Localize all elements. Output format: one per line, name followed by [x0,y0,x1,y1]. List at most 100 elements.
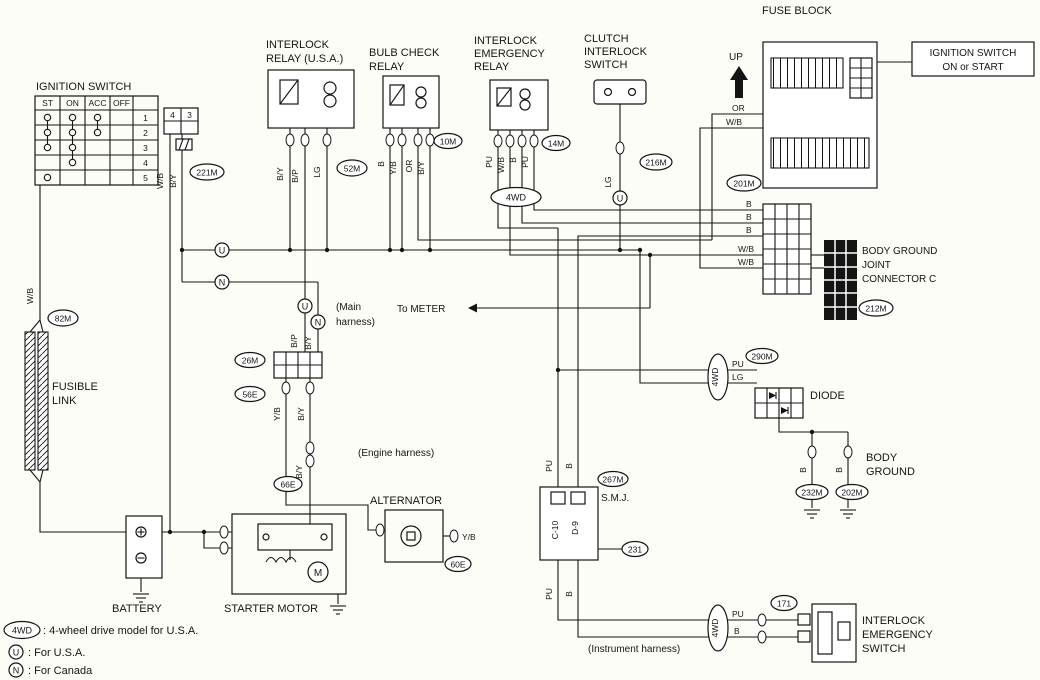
legend-canada-text: : For Canada [28,665,93,677]
usa-wire-letter: U [302,302,309,312]
switch-connector [615,141,625,155]
fusible-link-bar [24,331,36,471]
connector-231-label: 231 [628,545,642,555]
connector-10m-label: 10M [440,137,457,147]
up-label: UP [729,52,743,63]
relay-connector [285,133,295,147]
row-number: 3 [143,143,148,153]
connector-14m-label: 14M [548,139,565,149]
col-header-off: OFF [113,98,130,108]
connector-290m-label: 290M [751,352,772,362]
relay-connector [517,134,527,148]
connector-231-badge [621,540,649,558]
joint-connector-label-3: CONNECTOR C [862,274,936,285]
relay-connector [322,133,332,147]
wire-label-b: B [564,463,574,469]
connector-66e-label: 66E [280,480,295,490]
legend-usa-badge [8,644,24,660]
fuse-block-title: FUSE BLOCK [762,5,832,17]
connector-82m-label: 82M [55,314,72,324]
connector-171-label: 171 [777,599,791,609]
switch-position-marks [43,113,102,182]
starter-solenoid [257,523,333,551]
wire-label-wb: W/B [738,257,754,267]
emergency-switch-body [811,603,857,663]
alternator-group: ALTERNATOR Y/B 60E [370,495,476,573]
wire-label: PU [520,156,530,168]
starter-coil [265,556,297,564]
connector-221m-label: 221M [196,168,217,178]
wire-label-pu: PU [732,359,744,369]
battery-symbol [125,515,163,579]
col-header-on: ON [66,98,79,108]
usa-bus-letter: U [219,246,226,256]
alternator-connector [449,529,459,543]
connector-82m-badge [47,309,79,327]
wire-label: Y/B [388,161,398,175]
alternator-box [384,509,444,563]
wire-label-wb: W/B [738,244,754,254]
alternator-connector [375,523,385,537]
clutch-switch-title-2: INTERLOCK [584,46,648,58]
connector-171-badge [770,594,798,612]
wire-label-lg: LG [603,176,613,187]
diode-symbol [781,407,788,414]
connector-267m-badge [597,470,629,488]
wire-label-by: B/Y [294,465,304,479]
relay-connector [425,133,435,147]
emergency-switch-title-2: EMERGENCY [862,629,934,641]
connector-216m-label: 216M [645,158,666,168]
usa-wire-badge [297,298,313,314]
ground-connector [807,445,817,459]
connector-60e-badge [444,555,472,573]
emergency-relay-title-2: EMERGENCY [474,48,546,60]
wire-label-or: OR [732,103,745,113]
switch-position-mark [68,128,77,137]
starter-motor-label: STARTER MOTOR [224,603,318,615]
ignition-feed-line-1: IGNITION SWITCH [930,48,1017,59]
relay-connector [413,133,423,147]
connector-52m-label: 52M [344,164,361,174]
wire-label: W/B [496,157,506,173]
wire-label-by: B/Y [296,407,306,421]
awd-badge-label: 4WD [506,193,527,203]
interlock-emergency-switch-group: (Instrument harness) 4WD PU B 171 INTERL… [588,594,934,663]
ignition-feed-line-2: ON or START [942,62,1003,73]
connector-232m-badge [795,483,829,501]
smj-pin-2: D-9 [570,521,580,535]
diode-symbol [769,392,776,399]
fusible-link-label-1: FUSIBLE [52,381,98,393]
canada-wire-letter: N [315,318,322,328]
relay-connector [505,134,515,148]
starter-connector [219,541,229,555]
wire-label-by: B/Y [303,336,313,350]
fusible-link-bar [37,331,49,471]
relay-connector [300,133,310,147]
engine-harness-label: (Engine harness) [358,448,434,459]
connector-216m-badge [639,153,673,171]
connector-202m-badge [835,483,869,501]
connector-pin-4: 4 [170,110,175,120]
wire-label-pu: PU [544,588,554,600]
motor-letter: M [314,568,322,579]
row-number: 5 [143,173,148,183]
interlock-relay-title-1: INTERLOCK [266,39,330,51]
legend-usa-badge-label: U [13,648,20,658]
usa-variant-letter: U [617,194,624,204]
wire-label-pu: PU [544,460,554,472]
legend-canada-badge-label: N [13,666,20,676]
connector-201m-label: 201M [733,179,754,189]
bulb-check-title-2: RELAY [369,61,405,73]
connector-290m-badge [745,347,779,365]
wire-label-pu: PU [732,609,744,619]
diode-label: DIODE [810,390,845,402]
connector-14m-badge [541,134,571,152]
connector-267m-label: 267M [602,475,623,485]
connector-56e-badge [234,385,266,403]
wire-label-bp: B/P [289,334,299,348]
connector-52m-badge [336,159,368,177]
wire-label-b: B [734,626,740,636]
connector-10m-badge [433,132,463,150]
legend-awd-text: : 4-wheel drive model for U.S.A. [43,625,198,637]
